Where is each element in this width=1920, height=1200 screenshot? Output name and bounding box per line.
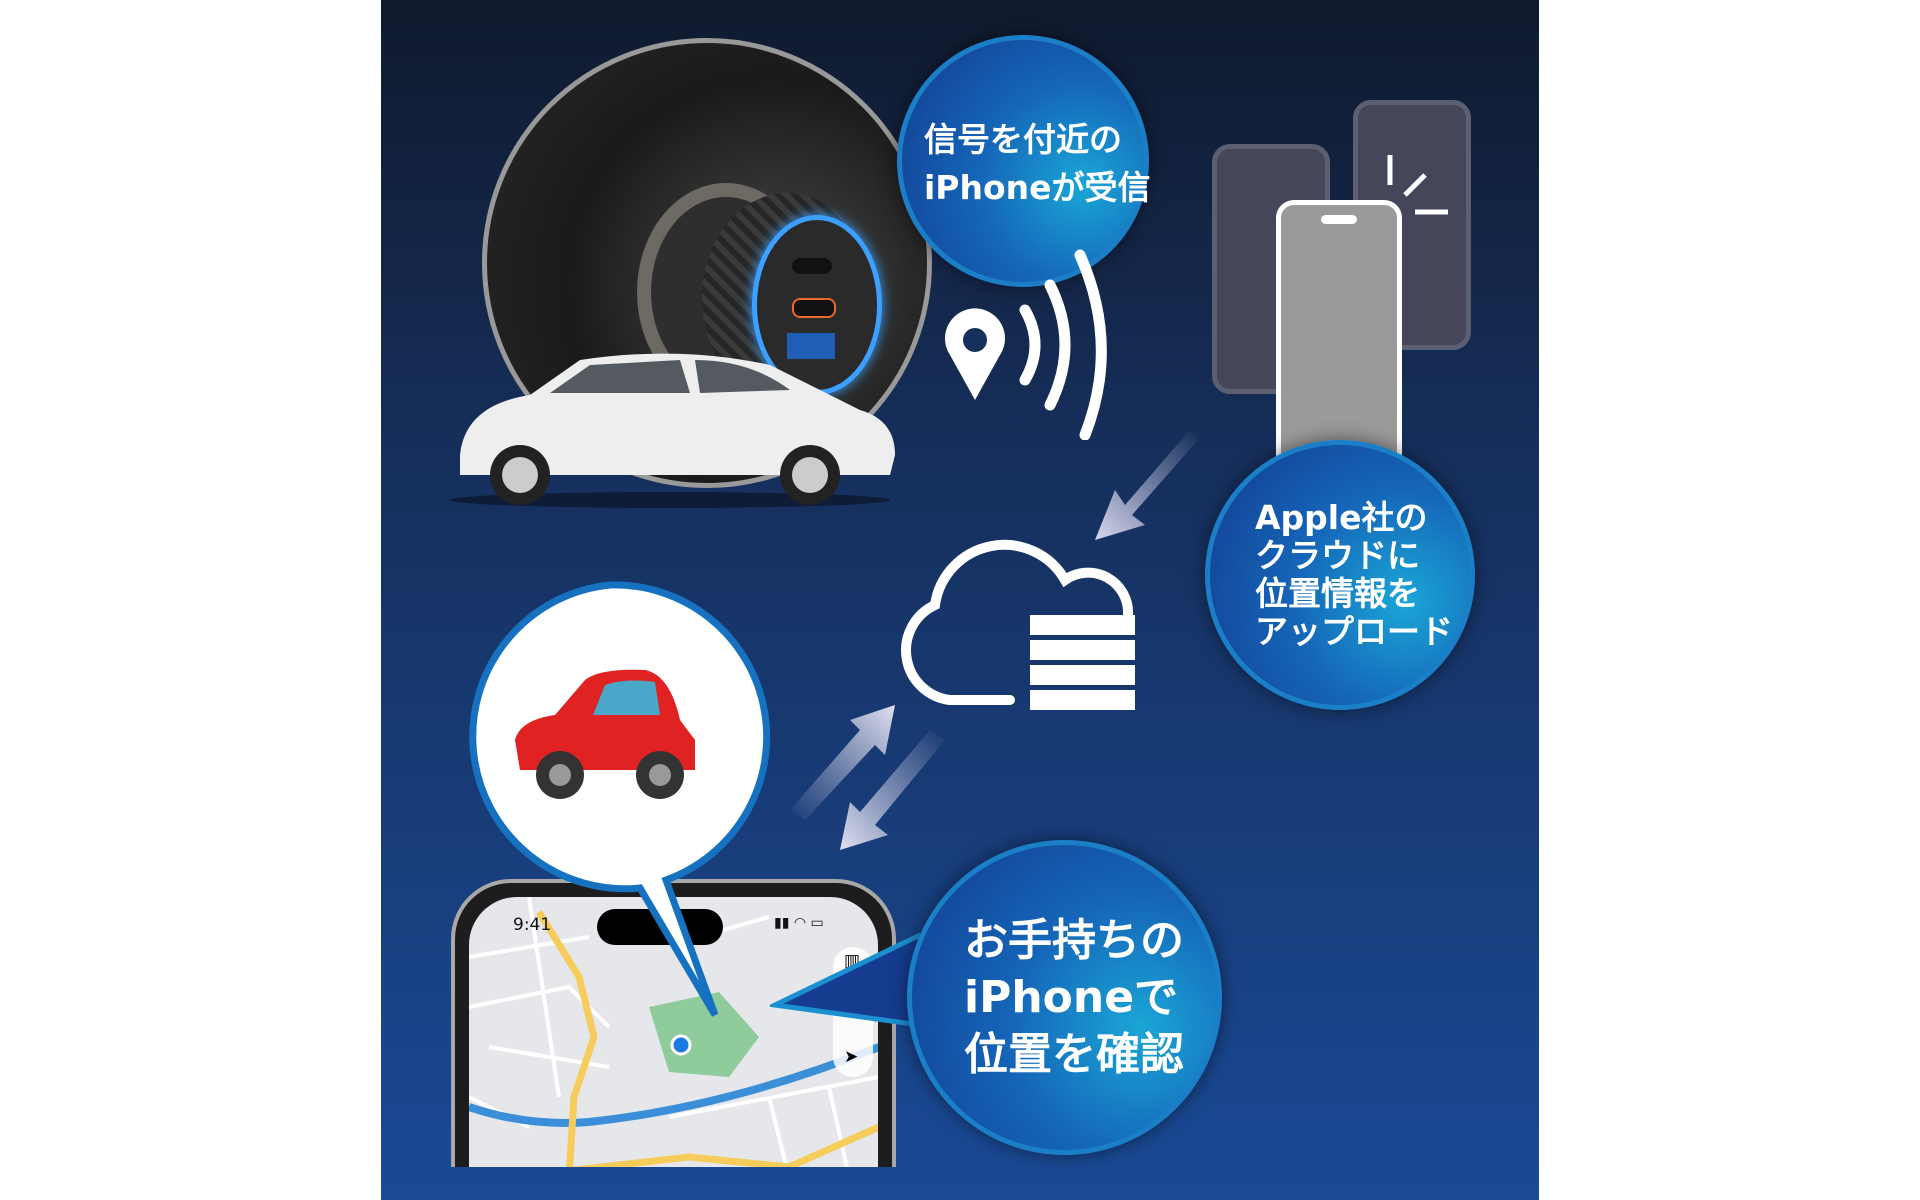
bubble-confirm-line1: お手持ちの: [964, 914, 1184, 966]
status-time: 9:41: [513, 915, 552, 935]
bubble-upload-line1: Apple社の: [1255, 498, 1428, 538]
car-charger-photo: [482, 38, 932, 488]
bubble-receive-line2: iPhoneが受信: [924, 168, 1151, 207]
bubble-upload: Apple社の クラウドに 位置情報を アップロード: [1205, 440, 1475, 710]
bubble-upload-line3: 位置情報を: [1255, 574, 1420, 613]
notification-burst-icon: [1387, 155, 1448, 215]
car-icon: [515, 669, 695, 799]
signal-waves-icon: [1019, 249, 1107, 440]
bubble-confirm-line3: 位置を確認: [964, 1029, 1184, 1081]
iphone-front: [1276, 200, 1402, 472]
bubble-upload-line4: アップロード: [1255, 611, 1453, 651]
bubble-receive-line1: 信号を付近の: [924, 120, 1122, 159]
bubble-confirm-line2: iPhoneで: [964, 971, 1179, 1023]
sync-arrows-icon: [790, 705, 945, 850]
bubble-confirm: お手持ちの iPhoneで 位置を確認: [907, 840, 1222, 1155]
location-signal-group: [945, 249, 1107, 440]
user-location-dot: [670, 1034, 692, 1056]
car-speech-bubble: [469, 581, 771, 1017]
location-pin-icon: [945, 308, 1005, 400]
upload-arrow-icon: [1095, 430, 1198, 540]
confirm-bubble-tail: [770, 932, 920, 1028]
status-icons: ▮▮ ◠ ▭: [774, 915, 824, 931]
bubble-upload-line2: クラウドに: [1255, 536, 1420, 576]
cloud-database-icon: [901, 539, 1135, 710]
white-car-image: [450, 353, 895, 508]
location-arrow-icon[interactable]: ➤: [844, 1047, 859, 1067]
bubble-receive: 信号を付近の iPhoneが受信: [897, 35, 1151, 287]
